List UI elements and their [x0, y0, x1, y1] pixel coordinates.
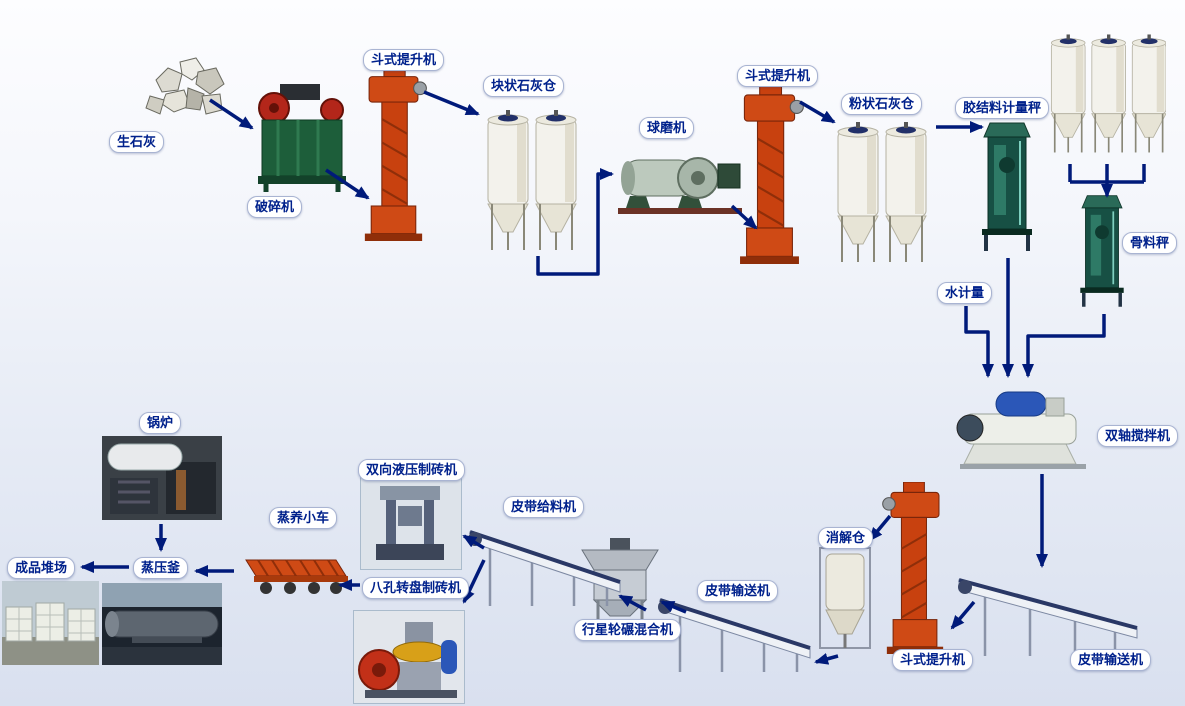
quicklime-rocks-graphic [145, 57, 225, 115]
boiler-photo [102, 436, 222, 520]
label-product-yard: 成品堆场 [7, 557, 76, 579]
lump-lime-silo-graphic [487, 109, 577, 251]
label-digestion-silo: 消解仓 [818, 527, 874, 549]
autoclave-photo [102, 583, 222, 665]
bucket-elevator-2-graphic [738, 84, 805, 264]
label-boiler: 锅炉 [139, 412, 182, 434]
bucket-elevator-3-graphic [881, 482, 945, 654]
label-hydraulic-brick-machine: 双向液压制砖机 [358, 459, 466, 481]
double-shaft-mixer-graphic [956, 391, 1086, 469]
product-yard-photo [2, 581, 99, 665]
ball-mill-graphic [618, 157, 742, 214]
label-planetary-mixer: 行星轮碾混合机 [574, 619, 682, 641]
rotary-brick-machine-graphic [353, 610, 465, 704]
label-autoclave: 蒸压釜 [133, 557, 189, 579]
label-lump-lime-silo: 块状石灰仓 [483, 75, 565, 97]
digestion-silo-graphic [819, 547, 871, 649]
label-double-shaft-mixer: 双轴搅拌机 [1097, 425, 1179, 447]
label-quicklime: 生石灰 [109, 131, 165, 153]
label-bucket-elevator-3: 斗式提升机 [892, 649, 974, 671]
label-belt-feeder: 皮带给料机 [503, 496, 585, 518]
bucket-elevator-1-graphic [363, 66, 428, 241]
label-aggregate-scale: 骨料秤 [1122, 232, 1178, 254]
label-belt-conveyor-right: 皮带输送机 [1070, 649, 1152, 671]
label-ball-mill: 球磨机 [639, 117, 695, 139]
hydraulic-brick-machine-graphic [360, 476, 462, 570]
storage-silos-graphic [1050, 33, 1166, 154]
label-rotary-brick-machine: 八孔转盘制砖机 [362, 577, 470, 599]
label-powder-lime-silo: 粉状石灰仓 [841, 93, 923, 115]
label-steam-trolley: 蒸养小车 [269, 507, 338, 529]
belt-conveyor-right-graphic [958, 578, 1138, 656]
label-bucket-elevator-2: 斗式提升机 [737, 65, 819, 87]
crusher-graphic [258, 84, 346, 192]
belt-feeder-graphic [468, 530, 621, 606]
steam-trolley-graphic [245, 559, 348, 594]
label-crusher: 破碎机 [247, 196, 303, 218]
label-binder-scale: 胶结料计量秤 [955, 97, 1050, 119]
powder-lime-silo-graphic [837, 121, 927, 263]
label-belt-conveyor-mid: 皮带输送机 [697, 580, 779, 602]
binder-scale-graphic [980, 121, 1034, 253]
label-bucket-elevator-1: 斗式提升机 [363, 49, 445, 71]
label-water-meter: 水计量 [937, 282, 993, 304]
